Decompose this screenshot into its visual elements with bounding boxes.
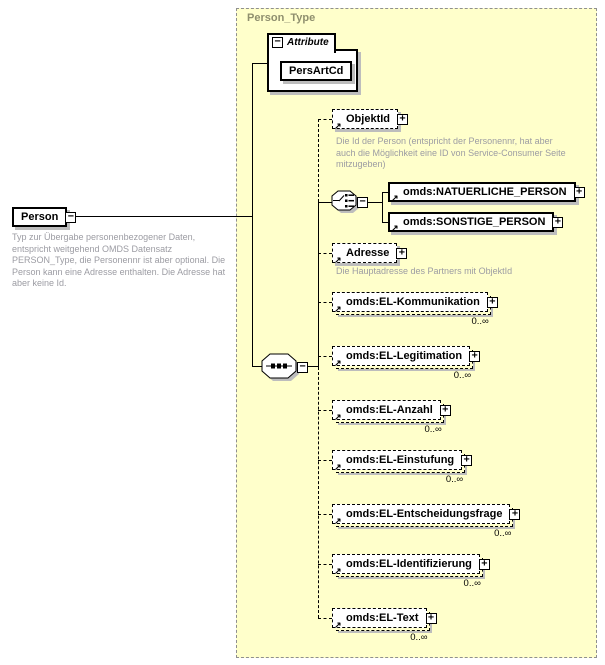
collapse-button[interactable]: − <box>65 212 77 223</box>
attribute-persartcd-label: PersArtCd <box>289 65 344 77</box>
connector <box>306 366 318 367</box>
reference-arrow-icon: ↗ <box>334 255 342 265</box>
element-adresse[interactable]: ↗ Adresse + <box>332 243 408 265</box>
connector <box>318 119 319 202</box>
connector <box>318 410 332 411</box>
multi-occurrence-stack <box>336 296 491 315</box>
attribute-persartcd[interactable]: PersArtCd <box>280 61 353 81</box>
connector <box>318 460 332 461</box>
expand-button[interactable]: + <box>486 297 498 308</box>
connector <box>60 216 252 217</box>
multi-occurrence-stack <box>336 558 483 577</box>
reference-arrow-icon: ↗ <box>334 620 342 630</box>
element-natuerliche-person-label: omds:NATUERLICHE_PERSON <box>403 186 567 198</box>
connector <box>318 618 332 619</box>
element-adresse-documentation: Die Hauptadresse des Partners mit Objekt… <box>336 266 513 276</box>
element-el-anzahl[interactable]: ↗ omds:EL-Anzahl + 0..∞ <box>332 400 451 435</box>
element-el-anzahl-label: omds:EL-Anzahl <box>346 404 433 416</box>
connector <box>318 253 332 254</box>
expand-button[interactable]: + <box>397 114 409 125</box>
reference-arrow-icon: ↗ <box>334 566 342 576</box>
attribute-section-tab[interactable]: −Attribute <box>267 33 336 53</box>
reference-arrow-icon: ↗ <box>334 304 342 314</box>
occurrence-label: 0..∞ <box>471 316 489 327</box>
element-el-legitimation[interactable]: ↗ omds:EL-Legitimation + 0..∞ <box>332 346 481 381</box>
connector <box>318 564 332 565</box>
collapse-button[interactable]: − <box>297 362 308 373</box>
attribute-section-label: Attribute <box>287 37 329 48</box>
reference-arrow-icon: ↗ <box>334 462 342 472</box>
multi-occurrence-stack <box>336 508 514 527</box>
reference-arrow-icon: ↗ <box>334 412 342 422</box>
connector <box>252 366 264 367</box>
element-el-einstufung[interactable]: ↗ omds:EL-Einstufung + 0..∞ <box>332 450 473 485</box>
connector <box>318 202 333 203</box>
multi-occurrence-stack <box>336 454 466 473</box>
expand-button[interactable]: + <box>461 455 473 466</box>
element-el-entscheidungsfrage[interactable]: ↗ omds:EL-Entscheidungsfrage + 0..∞ <box>332 504 521 539</box>
element-el-text-label: omds:EL-Text <box>346 612 419 624</box>
connector <box>252 63 253 367</box>
expand-button[interactable]: + <box>509 509 521 520</box>
connector <box>318 202 319 367</box>
reference-arrow-icon: ↗ <box>334 358 342 368</box>
reference-arrow-icon: ↗ <box>334 121 342 131</box>
connector <box>382 222 388 223</box>
expand-button[interactable]: + <box>439 405 451 416</box>
element-el-identifizierung[interactable]: ↗ omds:EL-Identifizierung + 0..∞ <box>332 554 490 589</box>
reference-arrow-icon: ↗ <box>391 193 399 203</box>
element-objektid-label: ObjektId <box>346 113 391 125</box>
expand-button[interactable]: + <box>396 248 408 259</box>
element-el-kommunikation-label: omds:EL-Kommunikation <box>346 296 480 308</box>
connector <box>318 302 332 303</box>
connector <box>318 119 332 120</box>
element-el-text[interactable]: ↗ omds:EL-Text + 0..∞ <box>332 608 437 643</box>
element-natuerliche-person[interactable]: ↗ omds:NATUERLICHE_PERSON + <box>388 182 585 203</box>
element-el-legitimation-label: omds:EL-Legitimation <box>346 350 463 362</box>
element-sonstige-person-label: omds:SONSTIGE_PERSON <box>403 216 546 228</box>
connector <box>318 514 332 515</box>
reference-arrow-icon: ↗ <box>391 223 399 233</box>
expand-button[interactable]: + <box>425 613 437 624</box>
element-el-entscheidungsfrage-label: omds:EL-Entscheidungsfrage <box>346 508 503 520</box>
element-el-identifizierung-label: omds:EL-Identifizierung <box>346 558 472 570</box>
connector <box>252 63 267 64</box>
collapse-button[interactable]: − <box>357 197 368 208</box>
connector <box>382 192 383 222</box>
element-adresse-label: Adresse <box>346 247 390 259</box>
sequence-connector-icon[interactable] <box>261 353 305 385</box>
connector <box>366 202 382 203</box>
element-person-documentation: Typ zur Übergabe personenbezogener Daten… <box>12 232 226 288</box>
occurrence-label: 0..∞ <box>424 424 442 435</box>
collapse-button[interactable]: − <box>272 37 283 48</box>
connector <box>318 367 319 618</box>
element-el-kommunikation[interactable]: ↗ omds:EL-Kommunikation + 0..∞ <box>332 292 498 327</box>
element-objektid[interactable]: ↗ ObjektId + <box>332 109 409 131</box>
occurrence-label: 0..∞ <box>494 528 512 539</box>
occurrence-label: 0..∞ <box>445 474 464 485</box>
element-objektid-documentation: Die Id der Person (entspricht der Person… <box>336 136 566 169</box>
reference-arrow-icon: ↗ <box>334 516 342 526</box>
element-el-einstufung-label: omds:EL-Einstufung <box>346 454 455 466</box>
expand-button[interactable]: + <box>552 217 564 228</box>
expand-button[interactable]: + <box>478 559 490 570</box>
element-person-label: Person <box>21 211 59 223</box>
expand-button[interactable]: + <box>573 187 585 198</box>
expand-button[interactable]: + <box>469 351 481 362</box>
element-person[interactable]: Person − <box>12 207 77 227</box>
occurrence-label: 0..∞ <box>410 632 428 643</box>
choice-connector-icon[interactable] <box>331 190 363 217</box>
connector <box>382 192 388 193</box>
element-sonstige-person[interactable]: ↗ omds:SONSTIGE_PERSON + <box>388 212 564 233</box>
complex-type-container <box>236 8 597 658</box>
occurrence-label: 0..∞ <box>453 370 472 381</box>
occurrence-label: 0..∞ <box>463 578 481 589</box>
multi-occurrence-stack <box>336 350 474 369</box>
connector <box>318 356 332 357</box>
multi-occurrence-stack <box>336 404 444 423</box>
multi-occurrence-stack <box>336 612 430 631</box>
complex-type-title: Person_Type <box>247 12 316 24</box>
